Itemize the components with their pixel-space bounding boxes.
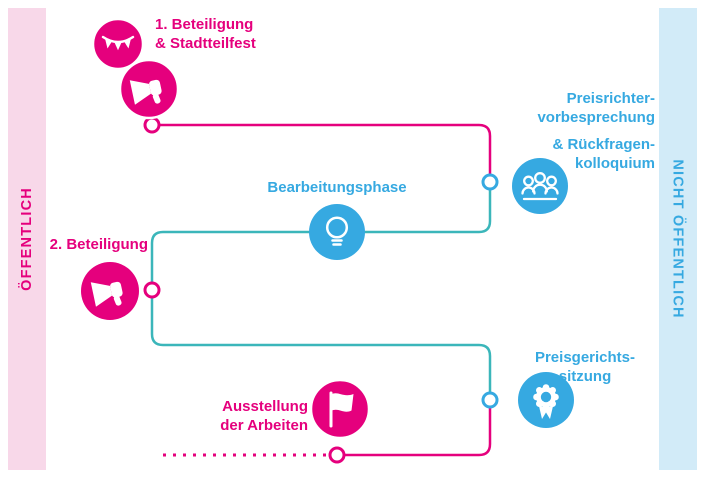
port-preisrichter [481, 173, 499, 191]
node-beteiligung-1 [91, 17, 180, 120]
label-beteiligung-1: 1. Beteiligung & Stadtteilfest [155, 16, 256, 54]
node-preisgericht [518, 372, 574, 428]
label-bearbeitungsphase: Bearbeitungsphase [237, 179, 437, 198]
label-line: Preisrichter- [566, 90, 655, 107]
port-ausstellung [328, 446, 346, 464]
label-line: 2. Beteiligung [49, 236, 148, 253]
label-beteiligung-2: 2. Beteiligung [18, 236, 148, 255]
label-preisrichter: Preisrichter- vorbesprechung & Rückfrage… [495, 90, 655, 174]
label-line: & Stadtteilfest [155, 34, 256, 52]
label-line: & Rückfragen- [552, 135, 655, 153]
node-bearbeitungsphase [309, 204, 365, 260]
port-preisgericht [481, 391, 499, 409]
label-line: kolloquium [575, 154, 655, 172]
connector-preisgericht-ausstellung [337, 400, 492, 457]
private-band: NICHT ÖFFENTLICH [659, 8, 697, 470]
label-line: der Arbeiten [220, 416, 308, 434]
label-preisgericht: Preisgerichts- sitzung [515, 349, 655, 387]
connector-beteiligung1-preisrichter [152, 123, 492, 182]
port-beteiligung2 [143, 281, 161, 299]
port-beteiligung1 [143, 116, 161, 134]
label-line: Ausstellung [222, 398, 308, 415]
public-band: ÖFFENTLICH [8, 8, 46, 470]
node-ausstellung [309, 378, 371, 440]
label-ausstellung: Ausstellung der Arbeiten [168, 398, 308, 436]
node-beteiligung-2 [81, 262, 139, 320]
label-line: Bearbeitungsphase [267, 179, 407, 196]
label-line: vorbesprechung [537, 108, 655, 126]
label-line: Preisgerichts- [534, 349, 636, 366]
node-circle [309, 204, 365, 260]
connector-beteiligung2-preisgericht [150, 290, 492, 400]
label-line: 1. Beteiligung [155, 16, 254, 33]
label-line: sitzung [558, 367, 612, 385]
node-preisrichter [512, 158, 568, 214]
